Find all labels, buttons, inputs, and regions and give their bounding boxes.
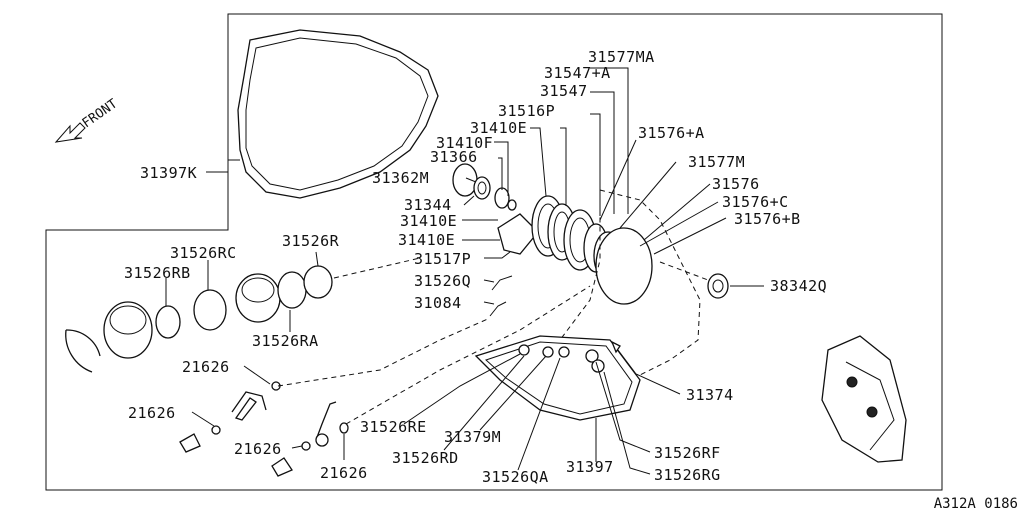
part-31517p xyxy=(497,213,539,255)
bolt-a xyxy=(179,433,201,453)
front-label: FRONT xyxy=(80,96,121,131)
label-31577m: 31577M xyxy=(688,153,745,171)
label-31526q: 31526Q xyxy=(414,272,471,290)
part-labels: 31577MA 31547+A 31547 31516P 31410E 3141… xyxy=(124,48,827,486)
label-31526rf: 31526RF xyxy=(654,444,721,462)
front-arrow-icon xyxy=(54,122,86,143)
ring-31526ra xyxy=(277,271,307,309)
ring-31526r xyxy=(303,265,333,299)
oil-pan-31397 xyxy=(474,335,641,421)
ring-31526rc xyxy=(193,289,227,331)
label-31526rc: 31526RC xyxy=(170,244,237,262)
label-31374: 31374 xyxy=(686,386,734,404)
pipe-31084 xyxy=(489,301,507,317)
clutch-rings xyxy=(452,163,653,305)
part-31362m xyxy=(452,163,478,197)
label-31577ma: 31577MA xyxy=(588,48,655,66)
part-31526rb xyxy=(103,301,153,359)
label-31526rd: 31526RD xyxy=(392,449,459,467)
reference-code: A312A 0186 xyxy=(934,496,1018,512)
diagram-frame xyxy=(45,13,943,491)
label-31526rg: 31526RG xyxy=(654,466,721,484)
part-31526ra xyxy=(235,273,281,323)
gasket-inner-edge xyxy=(245,37,429,191)
pipe-31526q xyxy=(491,275,513,291)
label-31526re: 31526RE xyxy=(360,418,427,436)
label-31410e-low: 31410E xyxy=(398,231,455,249)
label-31397: 31397 xyxy=(566,458,614,476)
label-21626-b: 21626 xyxy=(128,404,176,422)
washer-21626-d xyxy=(339,422,349,434)
seal-plate xyxy=(595,227,653,305)
label-21626-c: 21626 xyxy=(234,440,282,458)
part-31526rd xyxy=(518,344,530,356)
part-31410f xyxy=(507,199,517,211)
label-31410f: 31410F xyxy=(436,134,493,152)
label-31526qa: 31526QA xyxy=(482,468,549,486)
label-31576: 31576 xyxy=(712,175,760,193)
label-21626-d: 21626 xyxy=(320,464,368,482)
label-31366: 31366 xyxy=(430,148,478,166)
label-31576c: 31576+C xyxy=(722,193,789,211)
label-31344: 31344 xyxy=(404,196,452,214)
label-31410e-mid: 31410E xyxy=(400,212,457,230)
label-31517p: 31517P xyxy=(414,250,471,268)
filter-stack xyxy=(65,265,333,373)
label-31084: 31084 xyxy=(414,294,462,312)
label-31516p: 31516P xyxy=(498,102,555,120)
label-31397k: 31397K xyxy=(140,164,197,182)
label-21626-a: 21626 xyxy=(182,358,230,376)
part-31374 xyxy=(610,340,621,354)
label-31526ra: 31526RA xyxy=(252,332,319,350)
part-31344 xyxy=(473,176,491,200)
label-38342q: 38342Q xyxy=(770,277,827,295)
label-31526r: 31526R xyxy=(282,232,340,250)
bolt-b xyxy=(271,457,293,477)
label-31526rb: 31526RB xyxy=(124,264,191,282)
label-31379m: 31379M xyxy=(444,428,501,446)
part-38342q xyxy=(707,273,729,299)
washer-21626-c xyxy=(301,441,311,451)
label-31362m: 31362M xyxy=(372,169,429,187)
oil-tubes xyxy=(179,381,349,477)
valve-body xyxy=(821,335,907,463)
leader-lines xyxy=(165,67,727,475)
part-31366 xyxy=(494,187,510,209)
label-31410e-top: 31410E xyxy=(470,119,527,137)
label-31547: 31547 xyxy=(540,82,588,100)
washer-21626-b xyxy=(211,425,221,435)
case-outline xyxy=(559,189,701,386)
label-31576b: 31576+B xyxy=(734,210,801,228)
label-31576a: 31576+A xyxy=(638,124,705,142)
part-31526rg xyxy=(591,359,605,373)
label-31547a: 31547+A xyxy=(544,64,611,82)
part-31379m xyxy=(558,346,570,358)
part-31526rf xyxy=(585,349,599,363)
ring-31526rb xyxy=(155,305,181,339)
part-31526qa xyxy=(542,346,554,358)
